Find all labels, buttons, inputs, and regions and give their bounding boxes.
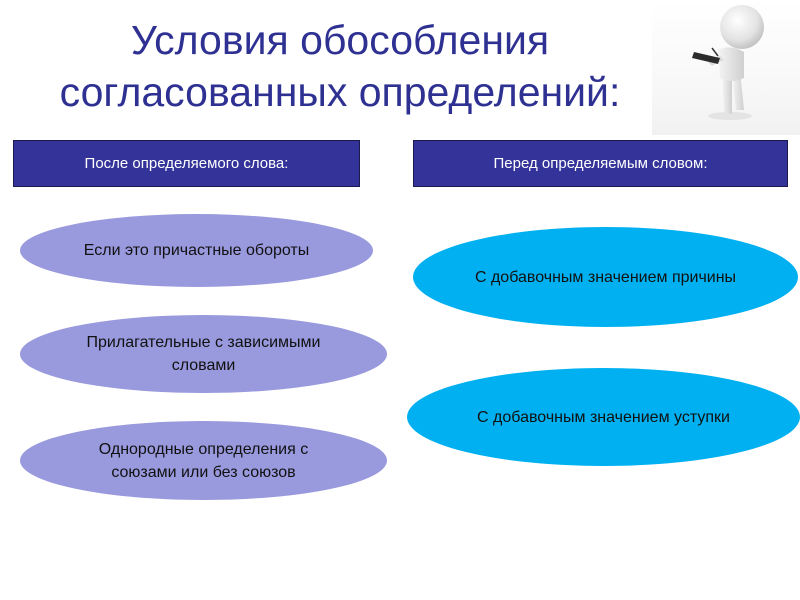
right-item-concession-meaning: С добавочным значением уступки: [407, 368, 800, 466]
left-item-label: Однородные определения с союзами или без…: [98, 440, 309, 481]
title-line-2: согласованных определений:: [59, 69, 621, 115]
left-column-header: После определяемого слова:: [13, 140, 360, 187]
slide-title: Условия обособления согласованных опреде…: [0, 14, 680, 118]
left-item-homogeneous-definitions: Однородные определения с союзами или без…: [20, 421, 387, 500]
left-item-adjectives-with-dependents: Прилагательные с зависимыми словами: [20, 315, 387, 393]
right-item-label: С добавочным значением причины: [474, 268, 737, 286]
left-item-participle-phrases: Если это причастные обороты: [20, 214, 373, 287]
left-item-label: Если это причастные обороты: [83, 242, 310, 259]
right-column-header: Перед определяемым словом:: [413, 140, 788, 187]
person-with-notepad-icon: [652, 0, 800, 135]
title-line-1: Условия обособления: [130, 17, 550, 63]
right-item-cause-meaning: С добавочным значением причины: [413, 227, 798, 327]
right-item-label: С добавочным значением уступки: [477, 408, 730, 426]
left-item-label: Прилагательные с зависимыми словами: [86, 334, 321, 374]
